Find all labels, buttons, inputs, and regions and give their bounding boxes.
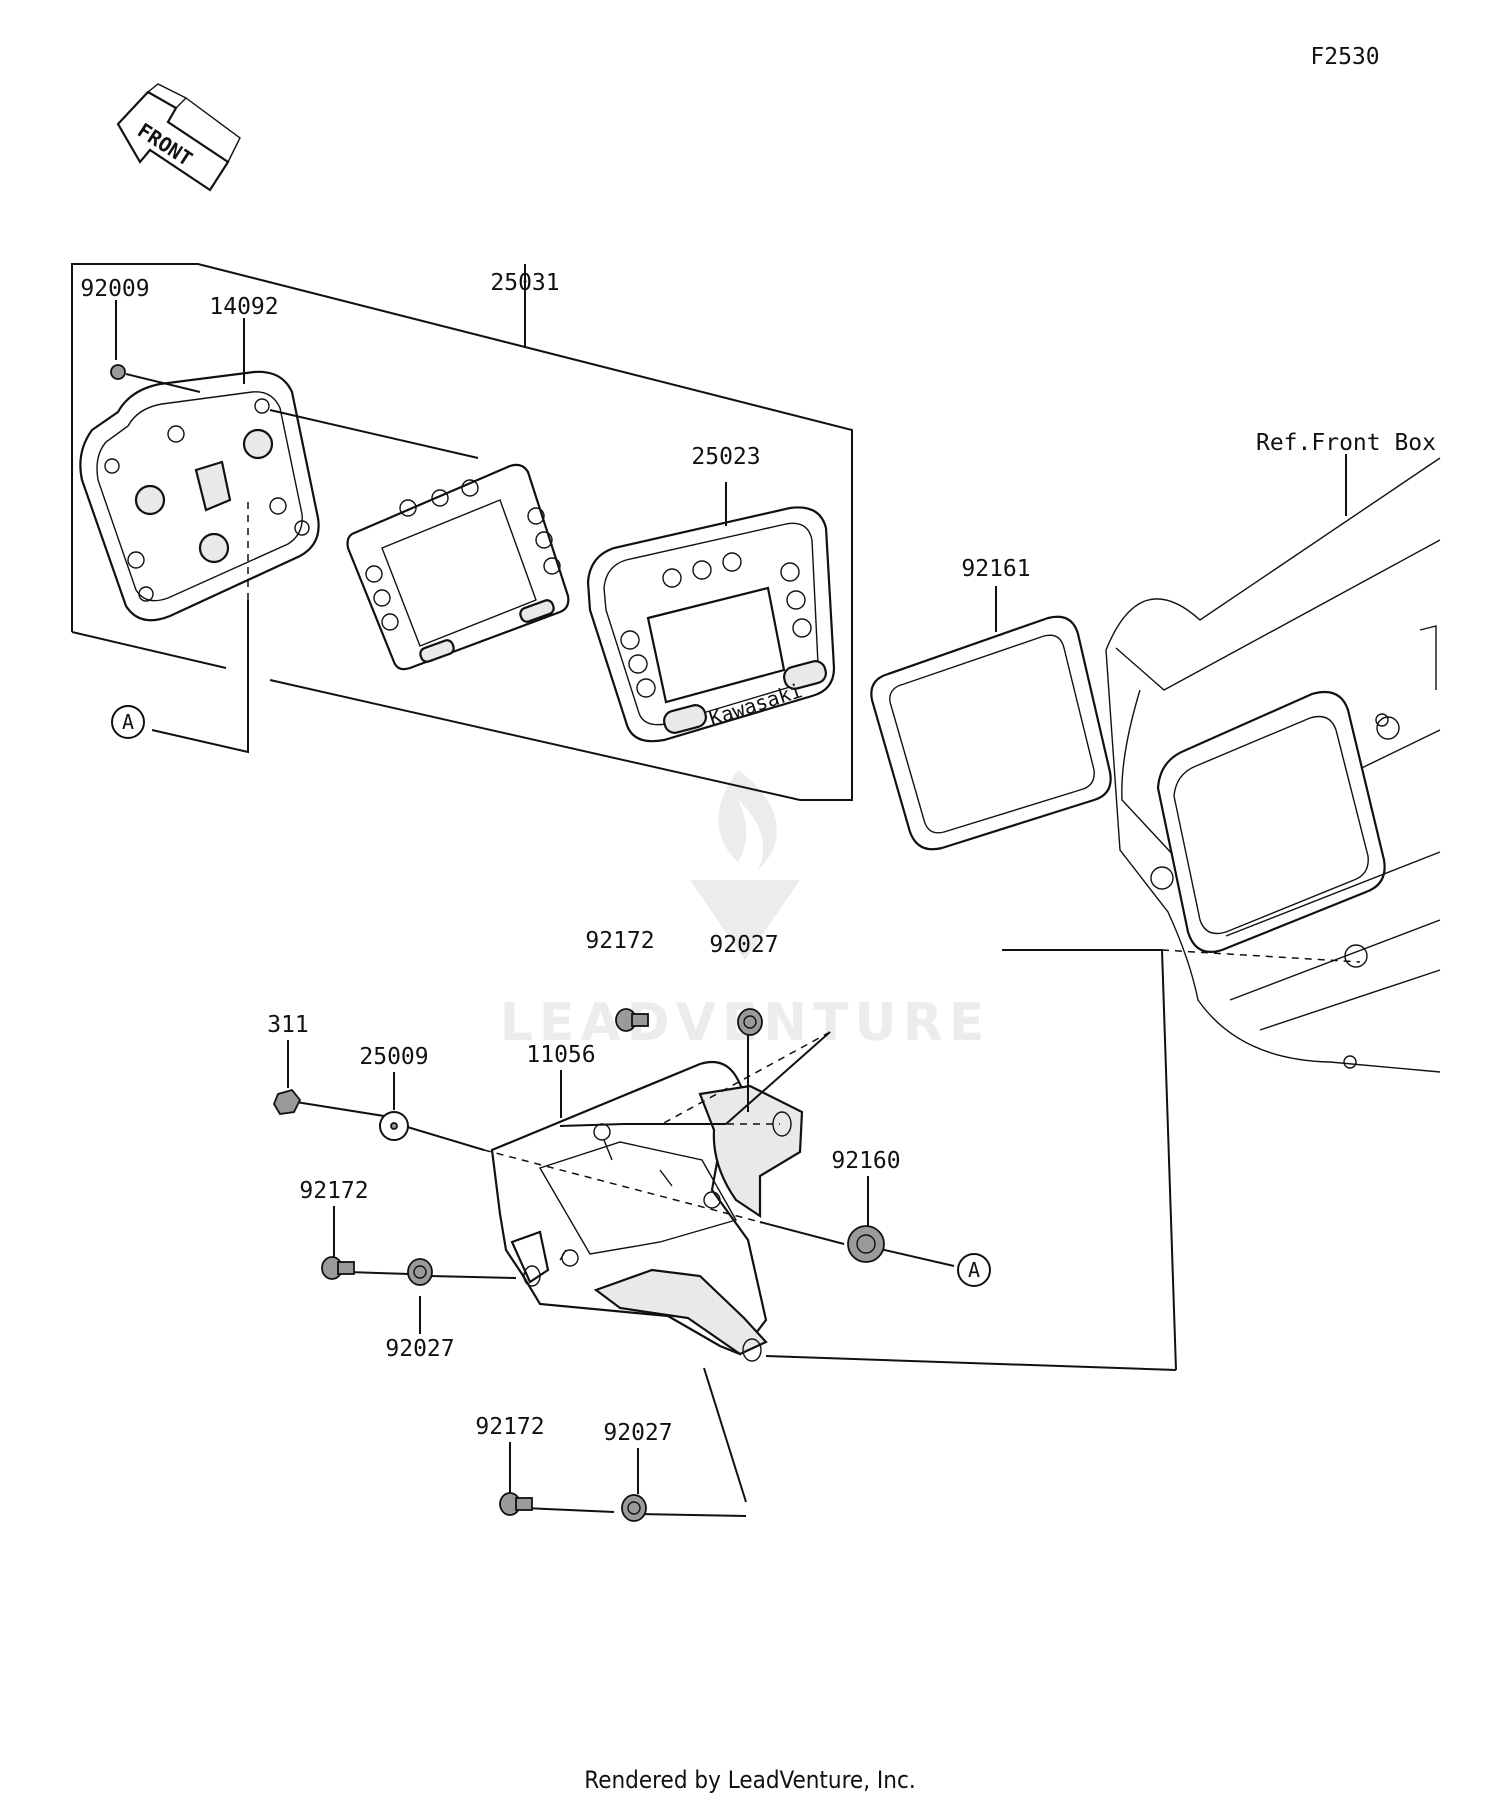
callout-a-lower: A xyxy=(957,1253,991,1287)
part-label-92161: 92161 xyxy=(961,556,1030,582)
hardware-parts xyxy=(110,364,885,1522)
meter-unit-part: Kawasaki xyxy=(586,506,836,743)
part-label-14092: 14092 xyxy=(209,294,278,320)
rear-cover-part xyxy=(79,370,320,622)
part-label-11056: 11056 xyxy=(526,1042,595,1068)
part-label-92172-bottom: 92172 xyxy=(475,1414,544,1440)
part-label-92172-top: 92172 xyxy=(585,928,654,954)
front-box-reference xyxy=(1105,454,1441,1073)
meter-gasket-part xyxy=(870,615,1112,851)
part-label-92009: 92009 xyxy=(80,276,149,302)
part-label-311: 311 xyxy=(267,1012,309,1038)
circuit-board-part xyxy=(346,463,570,671)
callout-a-upper-label: A xyxy=(122,710,134,734)
reference-label: Ref.Front Box xyxy=(1256,430,1436,456)
front-arrow-icon: FRONT xyxy=(116,83,241,192)
part-label-25031: 25031 xyxy=(490,270,559,296)
part-label-92160: 92160 xyxy=(831,1148,900,1174)
footer-credit: Rendered by LeadVenture, Inc. xyxy=(584,1766,915,1794)
part-label-92027-left: 92027 xyxy=(385,1336,454,1362)
leader-lines xyxy=(115,300,1361,1517)
figure-code: F2530 xyxy=(1310,44,1379,70)
meter-bracket-part xyxy=(490,1060,804,1362)
part-label-92172-left: 92172 xyxy=(299,1178,368,1204)
part-label-92027-bottom: 92027 xyxy=(603,1420,672,1446)
callout-a-upper: A xyxy=(111,705,145,739)
meter-assembly-boundary xyxy=(71,263,853,801)
part-label-25023: 25023 xyxy=(691,444,760,470)
part-labels: 92009 14092 25031 25023 Ref.Front Box 92… xyxy=(80,270,1436,1446)
part-label-92027-top: 92027 xyxy=(709,932,778,958)
callout-a-lower-label: A xyxy=(968,1258,980,1282)
part-label-25009: 25009 xyxy=(359,1044,428,1070)
